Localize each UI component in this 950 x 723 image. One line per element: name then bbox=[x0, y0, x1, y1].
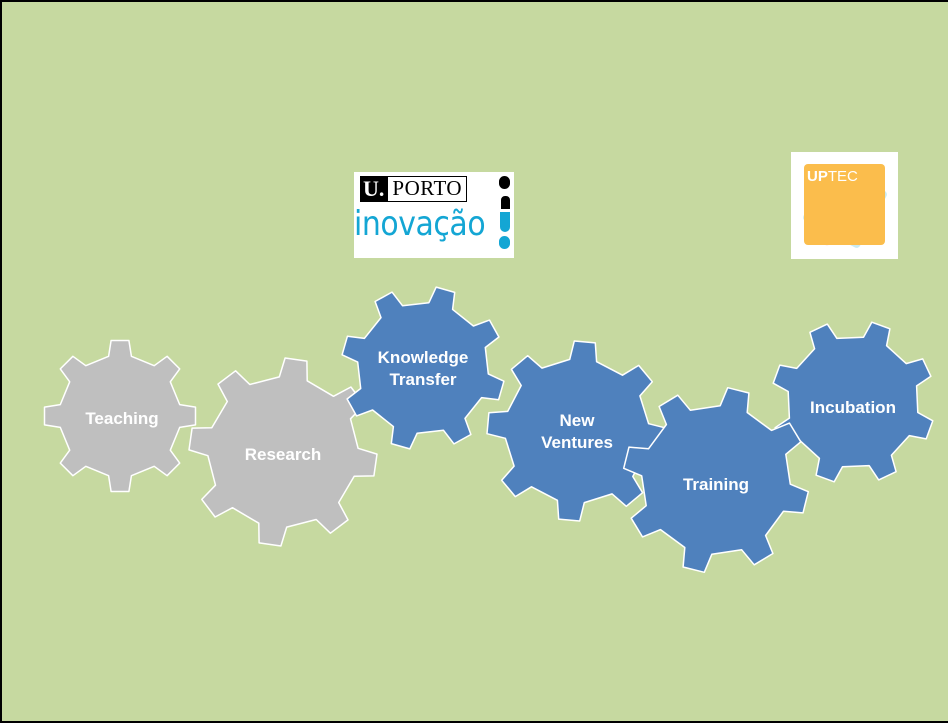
logo-dot-black bbox=[499, 176, 510, 189]
gear-teaching-shape bbox=[43, 339, 197, 493]
logo-uptec-text: UPTEC bbox=[807, 168, 858, 185]
gear-incubation-shape bbox=[772, 321, 934, 483]
gear-knowledge-transfer-label: Transfer bbox=[389, 370, 456, 389]
logo-porto-text: PORTO bbox=[387, 176, 468, 202]
gear-training: Training bbox=[622, 386, 810, 574]
gear-incubation: Incubation bbox=[772, 321, 934, 483]
logo-dot-blue-2 bbox=[499, 236, 510, 249]
gear-knowledge-transfer-label: Knowledge bbox=[378, 348, 469, 367]
logo-square-orange bbox=[804, 164, 885, 245]
uptec-logo: UPTEC bbox=[791, 152, 898, 259]
gear-knowledge-transfer-shape bbox=[341, 286, 505, 450]
gear-training-label: Training bbox=[683, 475, 749, 494]
gear-research-label: Research bbox=[245, 445, 322, 464]
gear-new-ventures-shape bbox=[486, 340, 668, 522]
gear-training-shape bbox=[622, 386, 810, 574]
gear-research-shape bbox=[188, 357, 378, 547]
logo-inovacao-text: inovação bbox=[354, 204, 486, 244]
uporto-inovacao-logo: U. PORTO inovação bbox=[354, 172, 514, 258]
logo-u-mark: U. bbox=[360, 176, 388, 202]
gear-new-ventures-label: New bbox=[560, 411, 596, 430]
gear-research: Research bbox=[188, 357, 378, 547]
gear-teaching-label: Teaching bbox=[85, 409, 158, 428]
gear-incubation-label: Incubation bbox=[810, 398, 896, 417]
logo-dot-blue bbox=[500, 212, 510, 232]
logo-dot-black-2 bbox=[501, 196, 510, 209]
gear-teaching: Teaching bbox=[43, 339, 197, 493]
gear-new-ventures-label: Ventures bbox=[541, 433, 613, 452]
